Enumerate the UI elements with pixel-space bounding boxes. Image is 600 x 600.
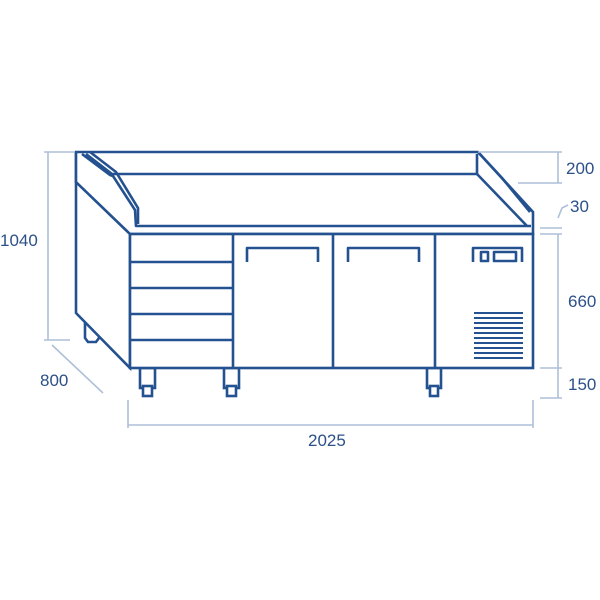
top-structure	[74, 150, 535, 236]
leg-foot-3	[428, 384, 440, 398]
dim-width: 2025	[308, 431, 346, 450]
drawers	[130, 234, 235, 368]
dim-worktop: 30	[570, 197, 589, 216]
door-2-handle	[346, 246, 421, 262]
control-panel	[471, 246, 524, 263]
switch-icon	[479, 250, 490, 263]
vent-grille	[474, 312, 523, 359]
dim-depth: 800	[40, 371, 68, 390]
leg-foot-1	[141, 384, 154, 398]
leg-foot-2	[225, 384, 238, 398]
door-1-handle	[245, 246, 320, 262]
dim-legs: 150	[568, 375, 596, 394]
dim-height-total: 1040	[0, 231, 38, 250]
dimension-lines	[44, 151, 569, 428]
display-icon	[492, 250, 518, 263]
counter-rim-left	[81, 152, 531, 228]
dim-body: 660	[568, 292, 596, 311]
counter-rim-right	[476, 151, 532, 227]
front-body	[128, 232, 535, 370]
counter-inner-back	[85, 152, 479, 176]
dim-upper: 200	[566, 159, 594, 178]
doors	[245, 234, 437, 368]
counter-rim-detail	[89, 150, 140, 224]
